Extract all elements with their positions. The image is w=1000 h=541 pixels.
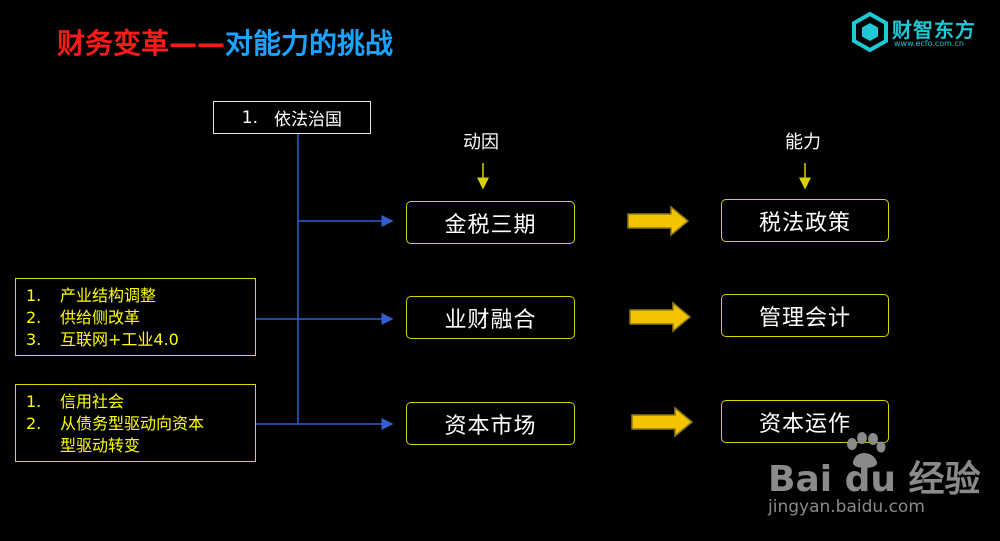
- list-item-number: 2.: [26, 414, 42, 433]
- list-item-number: 3.: [26, 330, 42, 349]
- list-item: 2. 供给侧改革: [26, 307, 255, 329]
- top-item-text: 依法治国: [274, 110, 342, 130]
- list-item: 型驱动转变: [26, 435, 255, 457]
- factor-list-1: 1. 产业结构调整 2. 供给侧改革 3. 互联网+工业4.0: [15, 278, 256, 356]
- list-item-text: 从债务型驱动向资本: [60, 414, 205, 433]
- driver-node-3: 资本市场: [406, 402, 575, 445]
- page-title: 财务变革——对能力的挑战: [57, 22, 393, 62]
- list-item: 1. 产业结构调整: [26, 285, 255, 307]
- logo-brand-text: 财智东方: [892, 18, 976, 42]
- list-item-number: 1.: [26, 286, 42, 305]
- top-item-box: 1. 依法治国: [213, 101, 371, 134]
- block-arrow-2: [629, 301, 692, 333]
- block-arrow-1: [627, 205, 690, 237]
- list-item-text: 互联网+工业4.0: [60, 330, 179, 349]
- list-item-text: 信用社会: [60, 392, 125, 411]
- list-item-text: 供给侧改革: [60, 308, 141, 327]
- ability-node-1: 税法政策: [721, 199, 889, 242]
- hexagon-logo-icon: [852, 12, 888, 52]
- logo-url-text: www.ecfo.com.cn: [894, 39, 964, 48]
- paw-icon: [847, 432, 886, 468]
- list-item: 1. 信用社会: [26, 391, 255, 413]
- list-item-number: 1.: [26, 392, 42, 411]
- factor-list-2: 1. 信用社会 2. 从债务型驱动向资本 型驱动转变: [15, 384, 256, 462]
- drivers-label: 动因: [463, 132, 499, 153]
- driver-node-2: 业财融合: [406, 296, 575, 339]
- list-item: 2. 从债务型驱动向资本: [26, 413, 255, 435]
- list-item-number: [26, 435, 60, 457]
- watermark-url: jingyan.baidu.com: [768, 497, 925, 517]
- title-part-2: 对能力的挑战: [225, 27, 394, 60]
- driver-node-1: 金税三期: [406, 201, 575, 244]
- ability-node-2: 管理会计: [721, 294, 889, 337]
- block-arrow-3: [631, 406, 694, 438]
- top-item-number: 1.: [241, 107, 258, 128]
- list-item-text: 产业结构调整: [60, 286, 157, 305]
- list-item-text: 型驱动转变: [60, 436, 141, 455]
- title-part-1: 财务变革——: [57, 27, 226, 60]
- brand-logo: 财智东方 www.ecfo.com.cn: [850, 12, 985, 52]
- list-item-number: 2.: [26, 308, 42, 327]
- abilities-label: 能力: [785, 132, 821, 153]
- list-item: 3. 互联网+工业4.0: [26, 329, 255, 351]
